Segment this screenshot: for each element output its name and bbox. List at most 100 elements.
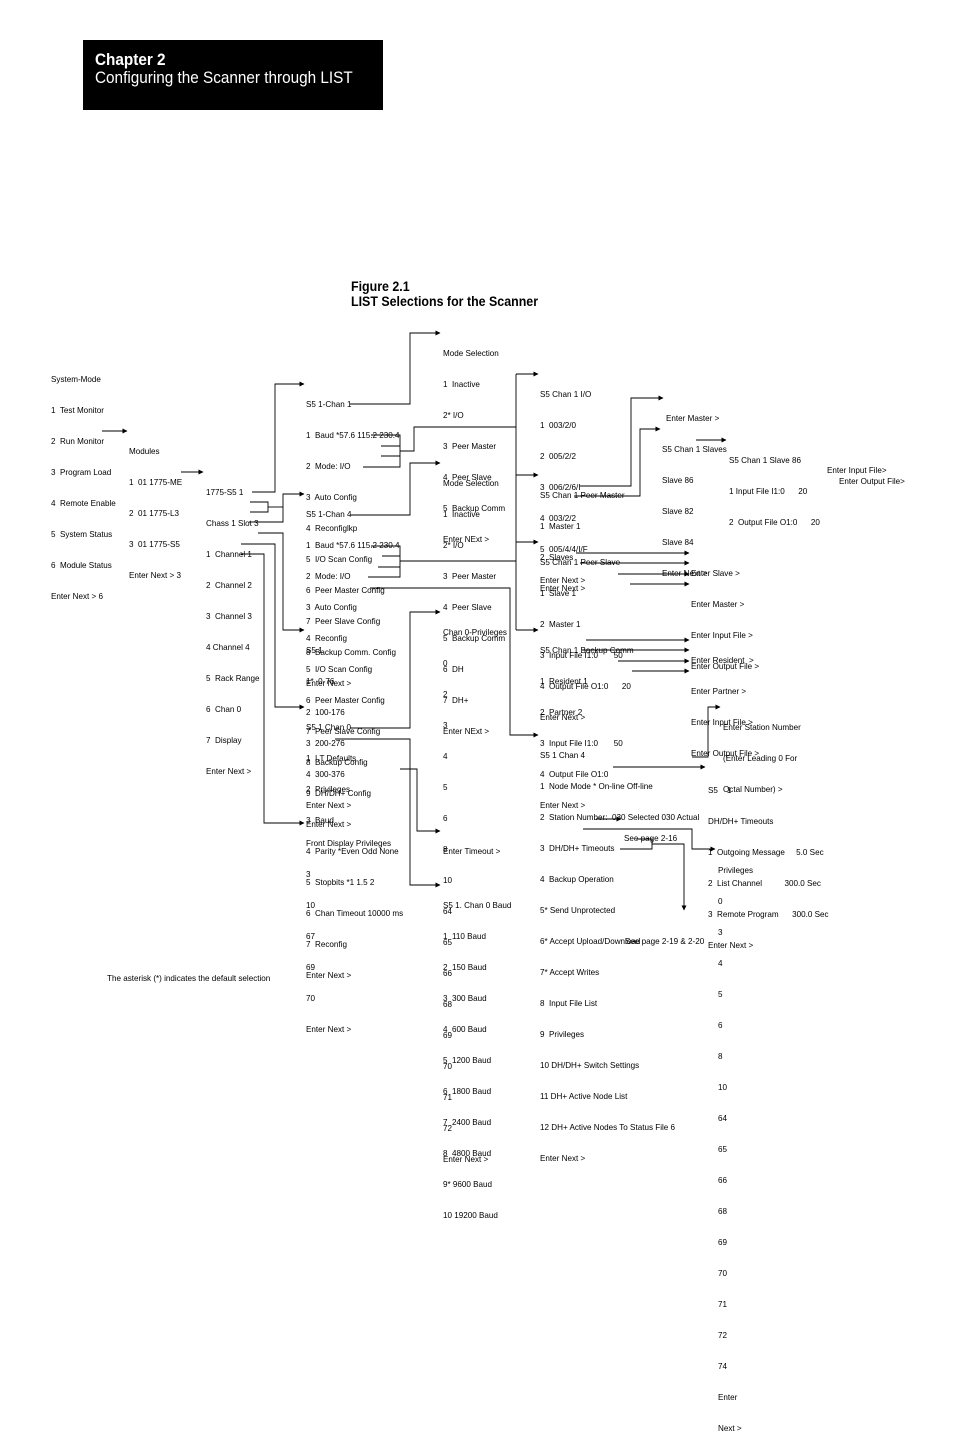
menu-line: Enter Output File > — [691, 661, 760, 671]
menu-line: 3 Input File I1:0 50 — [540, 650, 623, 660]
backup-comm-menu: S5 Chan 1 Backup Comm 1 Resident 1 2 Par… — [540, 625, 634, 822]
menu-line: 9 DH/DH+ Config — [306, 788, 371, 798]
menu-line: 3 Peer Master — [443, 441, 497, 451]
chan0-menu: S5 1 Chan 0 1 I.T Defaults 2 Privileges … — [306, 702, 403, 992]
chapter-banner: Chapter 2 Configuring the Scanner throug… — [83, 40, 383, 110]
menu-line: 2* I/O — [443, 540, 464, 550]
mode-selection-chan1: Mode Selection 1 Inactive 2* I/O 3 Peer … — [443, 328, 505, 556]
menu-line: 1 Baud *57.6 115.2 230.4 — [306, 430, 400, 440]
menu-line: 70 — [306, 993, 316, 1003]
menu-line: S5 1 Chan 0 — [306, 722, 351, 732]
menu-line: 3 — [306, 869, 311, 879]
menu-line: S5 Chan 1 I/O — [540, 389, 592, 399]
menu-line: 8 Backup Config — [306, 757, 368, 767]
menu-line: 2 Run Monitor — [51, 436, 105, 446]
menu-line: 3 — [718, 927, 723, 937]
menu-line: System-Mode — [51, 374, 101, 384]
menu-line: 69 — [306, 962, 316, 972]
menu-line: 68 — [718, 1207, 728, 1217]
menu-line: 4 Remote Enable — [51, 498, 116, 508]
menu-line: Enter Next > — [306, 1024, 352, 1034]
menu-line: 1 Inactive — [443, 509, 480, 519]
menu-line: 1 Channel 1 — [206, 549, 252, 559]
menu-line: Enter Next > — [443, 1155, 489, 1165]
menu-line: 2 Station Number: 030 Selected 030 Actua… — [540, 812, 700, 822]
menu-line: S5 1 Chan 4 — [540, 750, 585, 760]
menu-line: 4 Parity *Even Odd None — [306, 846, 399, 856]
menu-line: Mode Selection — [443, 478, 499, 488]
menu-line: 5 005/4/4/I/F — [540, 544, 588, 554]
menu-line: 6 DH — [443, 664, 464, 674]
menu-line: 9 Privileges — [540, 1029, 585, 1039]
menu-line: 1 01 1775-ME — [129, 477, 183, 487]
menu-line: 1 Inactive — [443, 379, 480, 389]
menu-line: Enter Next > — [306, 678, 352, 688]
chan4-dh-menu: S5 1 Chan 4 1 Node Mode * On-line Off-li… — [540, 730, 699, 1175]
menu-line: 2 List Channel 300.0 Sec — [708, 878, 821, 888]
menu-line: Front Display Privileges — [306, 838, 392, 848]
menu-line: 4 Reconfiglkp — [306, 523, 358, 533]
menu-line: 1 Node Mode * On-line Off-line — [540, 781, 653, 791]
menu-line: 10 — [306, 900, 316, 910]
menu-line: 64 — [718, 1113, 728, 1123]
menu-line: 4 Channel 4 — [206, 642, 250, 652]
menu-line: 66 — [718, 1176, 728, 1185]
menu-line: 6 — [443, 813, 448, 823]
menu-line: Mode Selection — [443, 348, 499, 358]
menu-line: 4 Peer Slave — [443, 472, 492, 482]
chapter-title: Configuring the Scanner through LIST — [95, 68, 353, 87]
menu-line: 3 Program Load — [51, 467, 112, 477]
menu-line: 72 — [718, 1331, 728, 1341]
menu-line: Enter Next > — [306, 970, 352, 980]
menu-line: 3 Peer Master — [443, 571, 497, 581]
menu-line: 69 — [718, 1238, 728, 1248]
footnote: The asterisk (*) indicates the default s… — [107, 974, 271, 983]
menu-line: 2 Slaves — [540, 552, 574, 562]
menu-line: Enter Input File> — [827, 465, 887, 475]
menu-line: Slave 86 — [662, 475, 694, 485]
menu-line: 70 — [443, 1062, 453, 1072]
station-number-prompt: Enter Station Number (Enter Leading 0 Fo… — [723, 702, 801, 805]
menu-line: 4 — [718, 958, 723, 968]
menu-line: 2 Channel 2 — [206, 580, 252, 590]
system-mode-menu: System-Mode 1 Test Monitor 2 Run Monitor… — [51, 354, 116, 613]
menu-line: Enter Master > — [666, 413, 720, 423]
figure-caption: Figure 2.1 LIST Selections for the Scann… — [351, 279, 538, 309]
menu-line: 2 Privileges — [306, 784, 351, 794]
menu-line: Slave 84 — [662, 537, 694, 547]
menu-line: 6 Peer Master Config — [306, 585, 385, 595]
menu-line: 1 Input File I1:0 20 — [729, 486, 808, 496]
menu-line: 7 Peer Slave Config — [306, 726, 381, 736]
menu-line: 3 Channel 3 — [206, 611, 252, 621]
menu-line: 2 005/2/2 — [540, 451, 577, 461]
menu-line: Enter Resident > — [691, 655, 754, 665]
connector-lines — [102, 330, 727, 911]
enter-master-prompt: Enter Master > — [666, 393, 719, 434]
figure-number: Figure 2.1 — [351, 279, 410, 294]
front-display-privileges-menu: Front Display Privileges 3 10 67 69 70 E… — [306, 818, 391, 1046]
s5-chassis-menu: 1775-S5 1 Chass 1 Slot 3 1 Channel 1 2 C… — [206, 467, 260, 788]
menu-line: 6 Peer Master Config — [306, 695, 385, 705]
menu-line: 10 19200 Baud — [443, 1211, 498, 1220]
menu-line: 2 — [443, 689, 448, 699]
menu-line: 5 1200 Baud — [443, 1055, 492, 1065]
menu-line: 0 — [718, 896, 723, 906]
menu-line: 6 Module Status — [51, 560, 112, 570]
chan1-io-menu: S5 Chan 1 I/O 1 003/2/0 2 005/2/2 3 006/… — [540, 369, 591, 597]
menu-line: 69 — [443, 1031, 453, 1041]
menu-line: 5 — [443, 782, 448, 792]
rack-range-menu: S5 1 1* 0-76 2 100-176 3 200-276 4 300-3… — [306, 625, 351, 822]
menu-line: 2 Master 1 — [540, 619, 581, 629]
menu-line: Enter Next > — [540, 575, 586, 585]
menu-line: 64 — [443, 906, 453, 916]
menu-line: Chan 0-Privileges — [443, 627, 507, 637]
menu-line: 1 003/2/0 — [540, 420, 577, 430]
menu-line: 6 — [718, 1020, 723, 1030]
menu-line: 2* I/O — [443, 410, 464, 420]
menu-line: 5 — [718, 989, 723, 999]
menu-line: S5 1. Chan 0 Baud — [443, 900, 512, 910]
peer-slave-prompts: Enter Slave > Enter Master > Enter Input… — [691, 548, 759, 682]
menu-line: 3 200-276 — [306, 738, 345, 748]
menu-line: 6 Chan Timeout 10000 ms — [306, 908, 404, 918]
menu-line: Enter Timeout > — [443, 846, 501, 856]
